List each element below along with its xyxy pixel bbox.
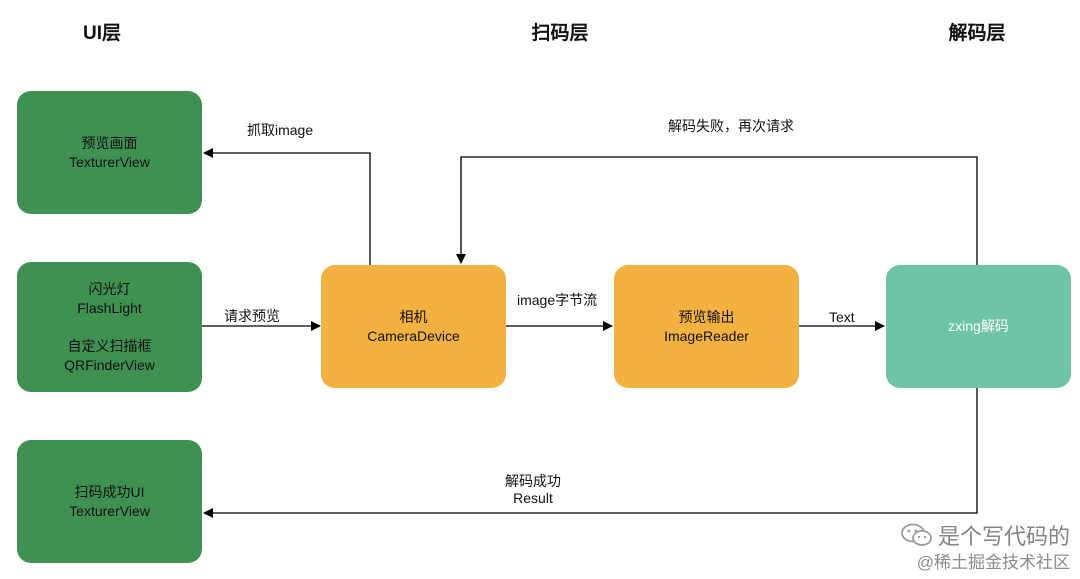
success-box-class: TexturerView <box>69 502 150 519</box>
success-box-title: 扫码成功UI <box>74 483 145 500</box>
label-result: Result <box>513 490 553 506</box>
arrow-grab-image <box>203 148 371 265</box>
camera-box-title: 相机 <box>399 308 428 325</box>
flash-box-title: 闪光灯 <box>88 280 131 297</box>
label-request-preview: 请求预览 <box>224 308 280 324</box>
watermark-site: @稀土掘金技术社区 <box>916 553 1070 572</box>
preview-box-class: TexturerView <box>69 153 150 170</box>
preview-texturer-view-box: 预览画面 TexturerView <box>17 91 202 214</box>
zxing-decode-box: zxing解码 <box>886 265 1071 388</box>
flash-box-class: FlashLight <box>77 299 142 316</box>
watermark-author: 是个写代码的 <box>937 523 1070 549</box>
scan-success-ui-box: 扫码成功UI TexturerView <box>17 440 202 563</box>
arrow-decode-fail <box>456 156 978 265</box>
preview-box-title: 预览画面 <box>81 134 138 151</box>
label-text: Text <box>829 309 855 325</box>
camera-device-box: 相机 CameraDevice <box>321 265 506 388</box>
layer-heading-decode: 解码层 <box>948 23 1006 44</box>
label-byte-stream: image字节流 <box>517 292 598 308</box>
wechat-icon <box>900 523 934 553</box>
reader-box-class: ImageReader <box>664 327 749 344</box>
reader-box-title: 预览输出 <box>678 308 735 325</box>
label-decode-fail: 解码失败，再次请求 <box>668 118 794 134</box>
finder-box-title: 自定义扫描框 <box>67 337 152 354</box>
camera-box-class: CameraDevice <box>367 327 460 344</box>
arrow-decode-success <box>203 388 978 518</box>
layer-heading-scan: 扫码层 <box>531 23 589 44</box>
layer-heading-ui: UI层 <box>82 23 121 44</box>
label-grab-image: 抓取image <box>247 122 314 138</box>
label-decode-success: 解码成功 <box>505 473 561 489</box>
watermark: 是个写代码的 @稀土掘金技术社区 <box>900 523 1070 573</box>
finder-box-class: QRFinderView <box>64 356 155 373</box>
zxing-box-title: zxing解码 <box>948 318 1009 334</box>
image-reader-box: 预览输出 ImageReader <box>614 265 799 388</box>
flashlight-finder-box: 闪光灯 FlashLight 自定义扫描框 QRFinderView <box>17 262 202 392</box>
